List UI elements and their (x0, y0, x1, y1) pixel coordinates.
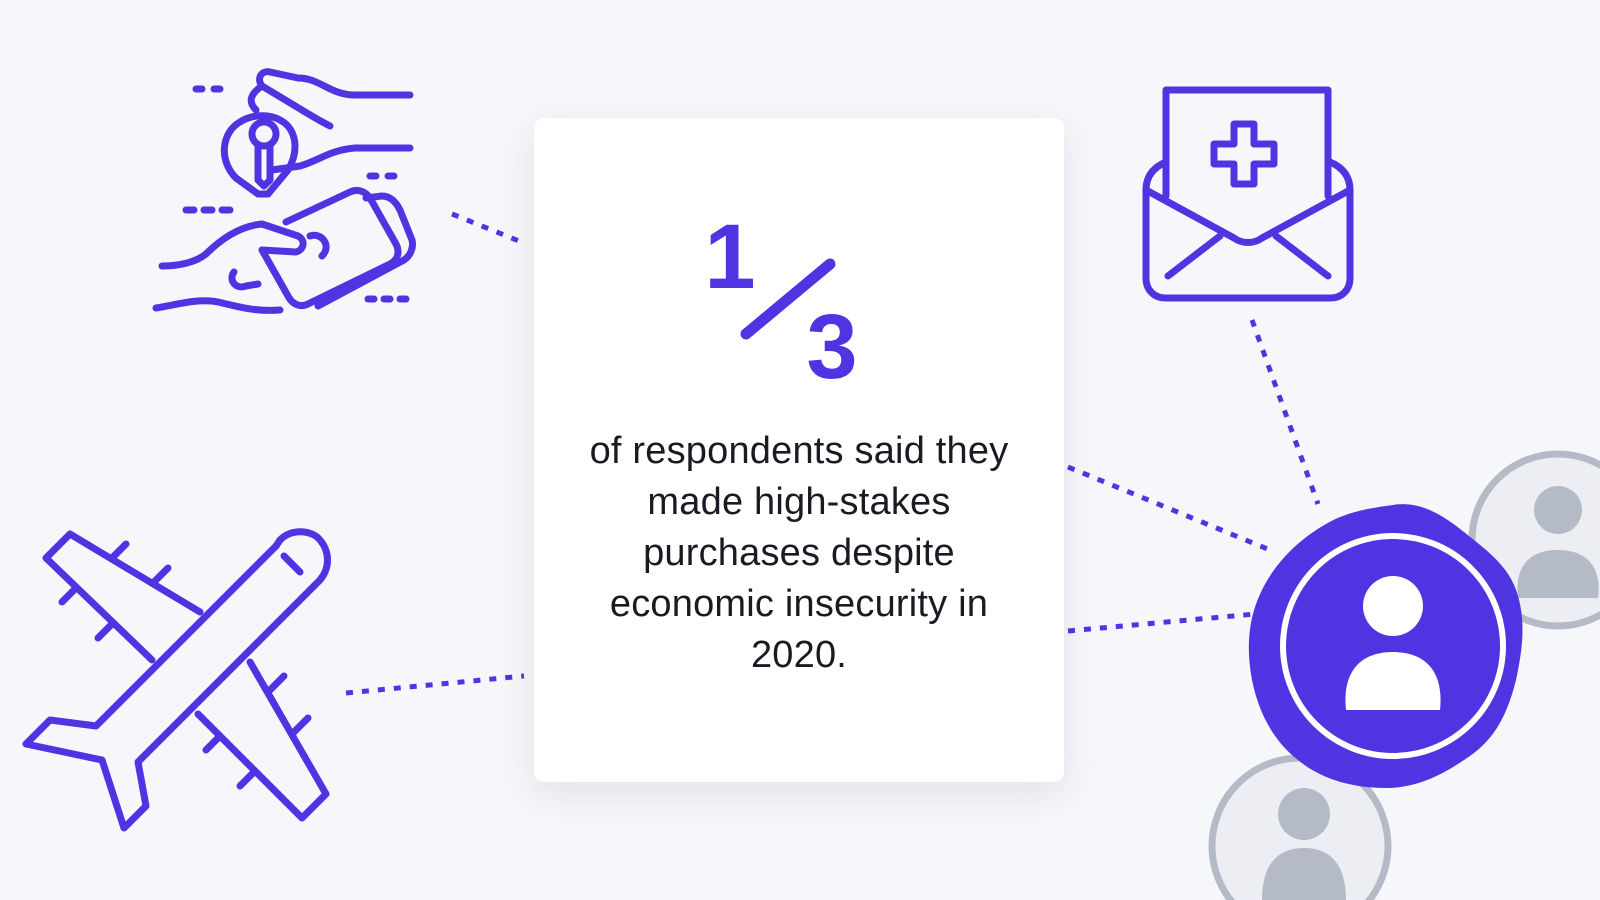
medical-letter-icon (1142, 86, 1354, 302)
faded-user-avatar-icon-2 (1208, 754, 1392, 900)
fraction-stat: 1 3 (534, 118, 1064, 448)
key-and-money-exchange-icon (152, 68, 416, 314)
fraction-denominator: 3 (806, 296, 857, 398)
airplane-icon (22, 528, 331, 832)
user-avatar-icon (1248, 504, 1523, 788)
stat-card: 1 3 of respondents said they made high-s… (534, 118, 1064, 782)
connector-lines (345, 211, 1321, 696)
connector-exchange (451, 211, 525, 246)
connector-card-top (1067, 464, 1271, 553)
fraction-slash (740, 258, 836, 340)
connector-airplane (345, 673, 525, 696)
stat-caption: of respondents said they made high-stake… (589, 430, 1009, 676)
fraction-numerator: 1 (704, 206, 755, 308)
connector-letter (1249, 319, 1321, 505)
connector-card-bottom (1067, 611, 1256, 634)
